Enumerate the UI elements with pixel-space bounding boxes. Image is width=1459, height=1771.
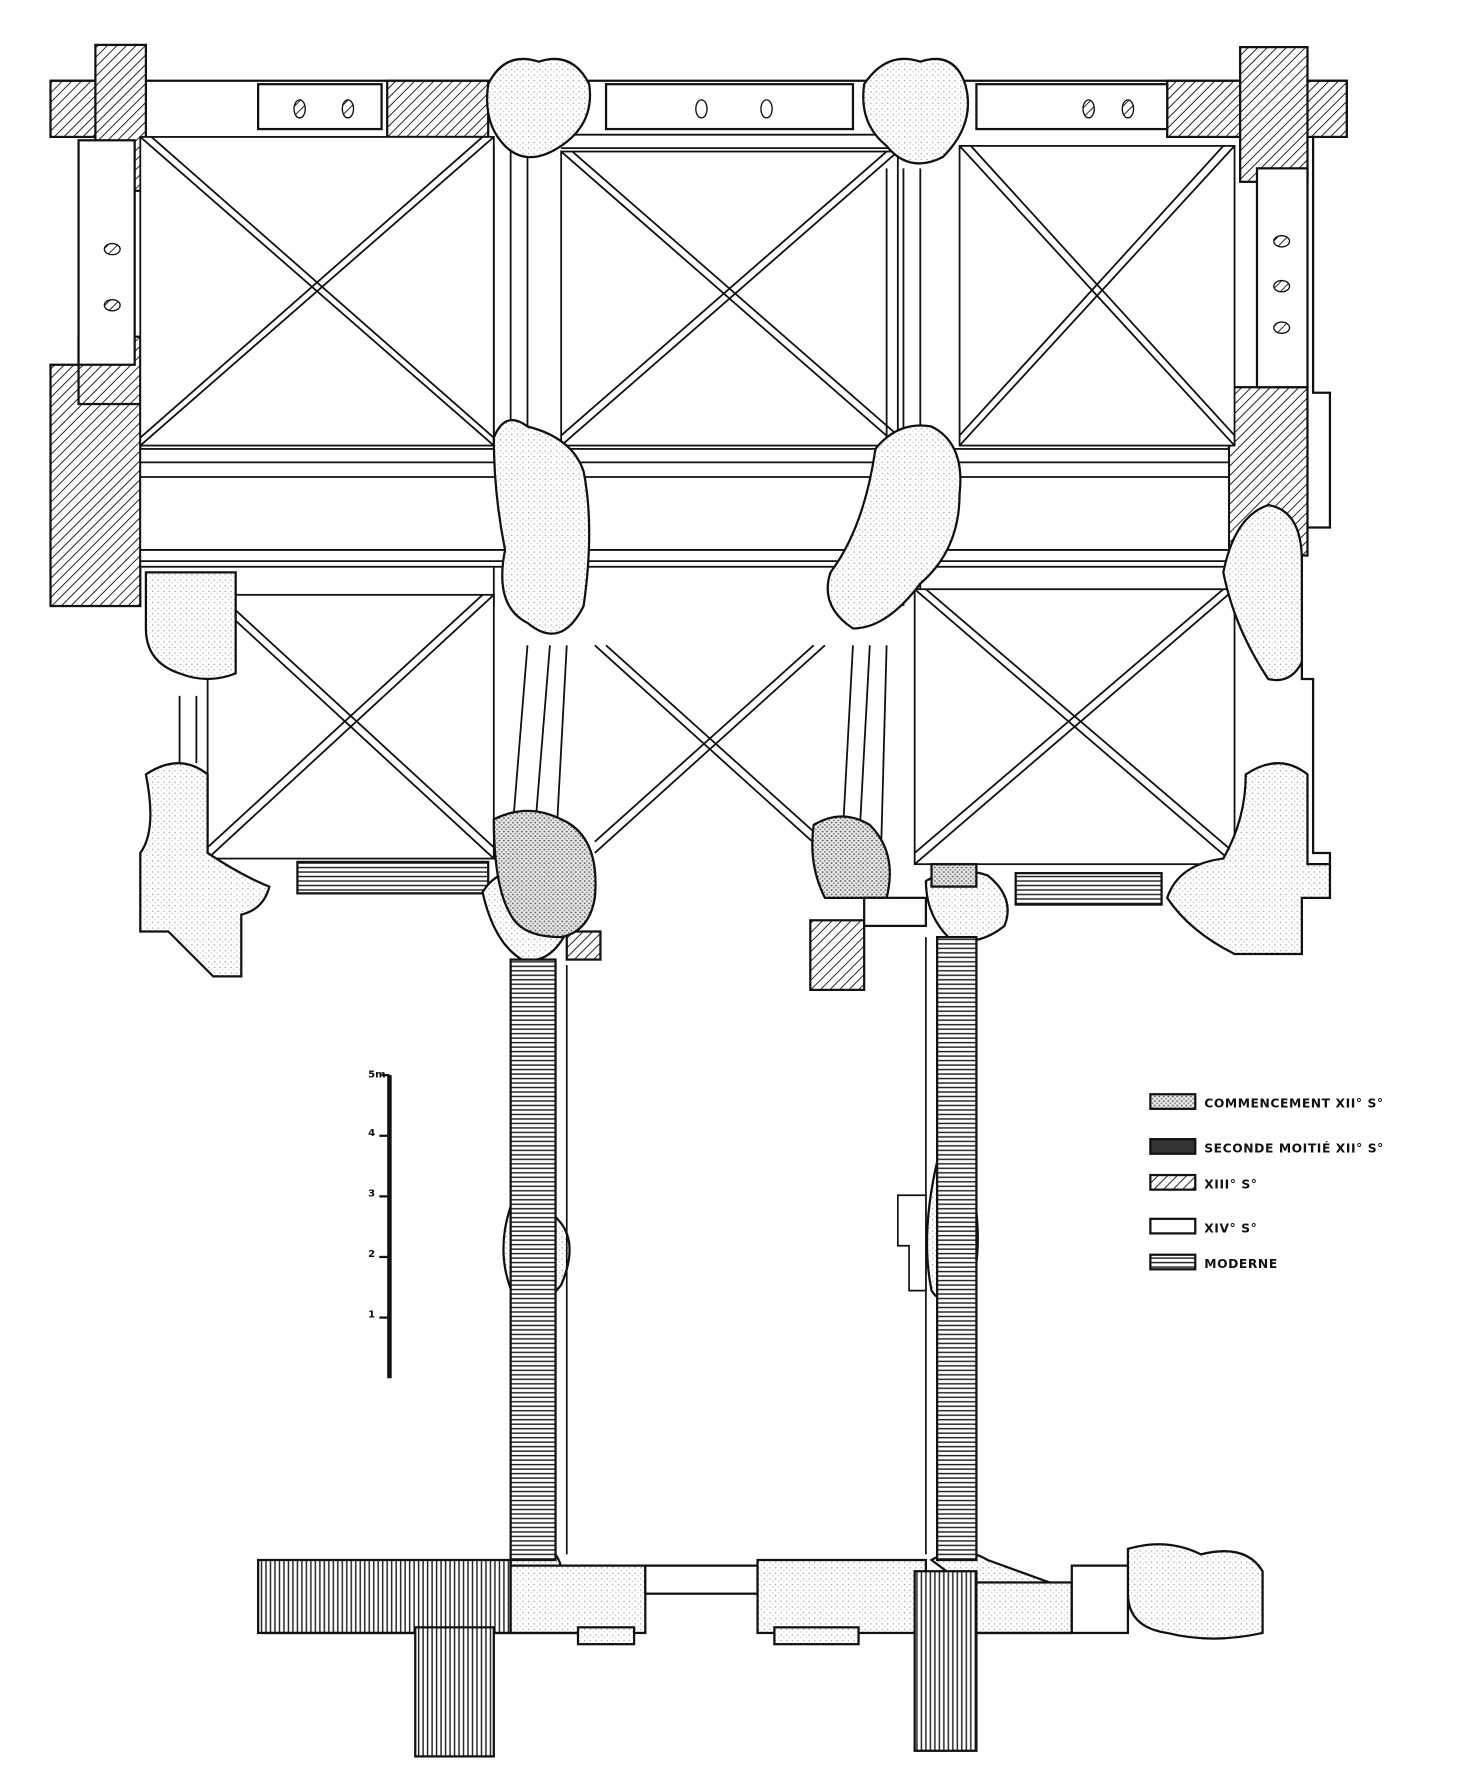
- plan-drawing: [49, 43, 1348, 1758]
- nave-north-wall: [509, 958, 557, 1562]
- scale-tick-3: 3: [368, 1188, 375, 1199]
- lower-vaults: [178, 588, 1236, 866]
- scale-tick-1: 1: [368, 1310, 375, 1321]
- legend: COMMENCEMENT XII° S° SECONDE MOITIÉ XII°…: [1149, 1093, 1384, 1271]
- upper-vaults: [139, 133, 1236, 607]
- south-wall-east: [1014, 872, 1163, 906]
- legend-label-commencement: COMMENCEMENT XII° S°: [1204, 1097, 1383, 1111]
- nave-inner-lines: [565, 937, 927, 1555]
- legend-label-xiv: XIV° S°: [1204, 1221, 1257, 1235]
- nave-south-wall: [936, 936, 978, 1562]
- gap-white: [863, 896, 928, 928]
- south-wall-west: [296, 860, 490, 895]
- legend-swatch-dots: [1149, 1093, 1197, 1110]
- legend-label-xiii: XIII° S°: [1204, 1178, 1257, 1192]
- legend-label-moderne: MODERNE: [1204, 1257, 1278, 1271]
- legend-label-seconde-moitie: SECONDE MOITIÉ XII° S°: [1204, 1141, 1384, 1156]
- west-facade: [257, 1558, 1130, 1758]
- legend-swatch-hlines: [1149, 1253, 1197, 1271]
- early-piers: [492, 809, 978, 939]
- scale-tick-4: 4: [368, 1128, 375, 1139]
- legend-swatch-plain: [1149, 1217, 1197, 1235]
- scale-unit-label: 5m: [368, 1069, 386, 1080]
- window-marks: [103, 99, 1291, 334]
- scale-tick-2: 2: [368, 1249, 375, 1260]
- scale-bar: 5m 4 3 2 1: [368, 1069, 392, 1379]
- piers: [139, 57, 1332, 1640]
- legend-swatch-dark: [1149, 1138, 1197, 1155]
- legend-swatch-hatch: [1149, 1173, 1197, 1191]
- transverse-bay: [139, 448, 1230, 568]
